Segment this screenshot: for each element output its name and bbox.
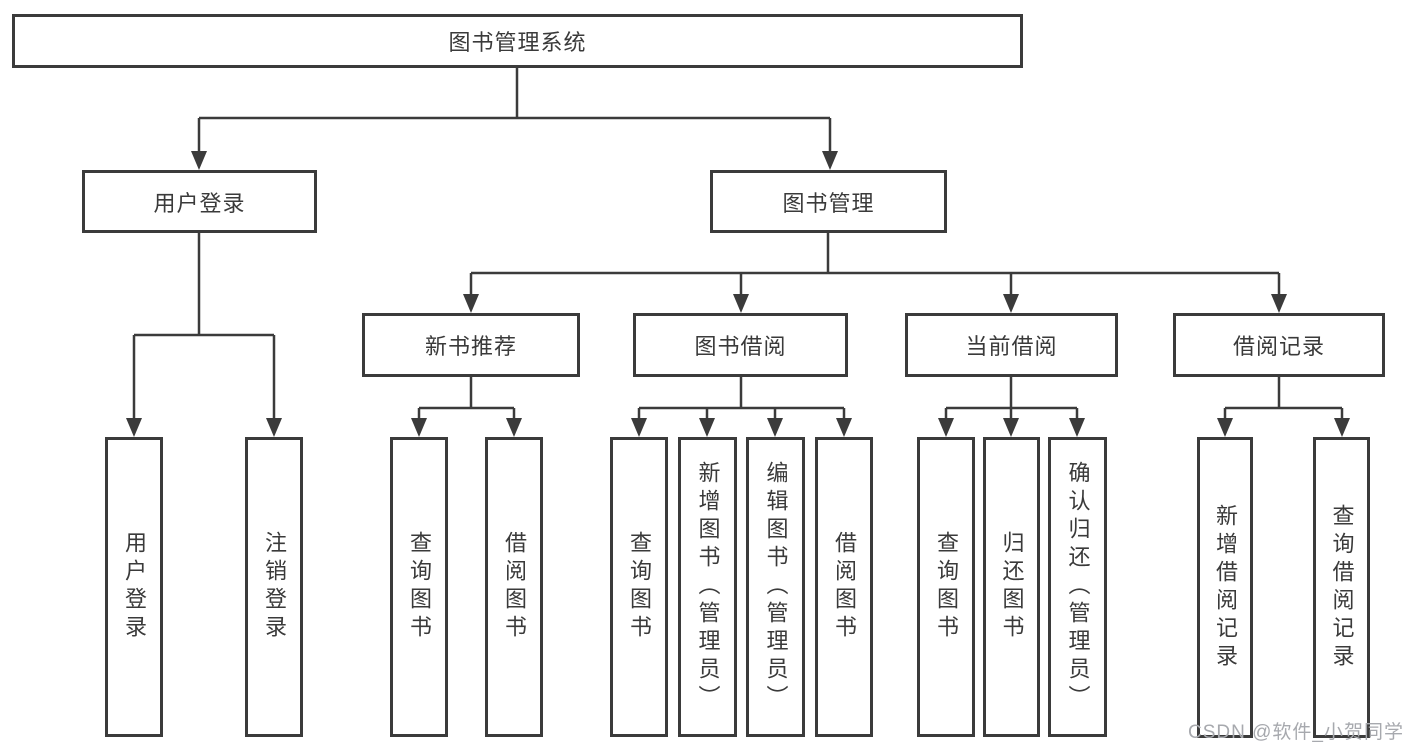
- arrowhead-icon: [836, 418, 852, 437]
- arrowhead-icon: [126, 418, 142, 437]
- leaf-add-borrow-record: 新增借阅记录: [1197, 437, 1253, 738]
- watermark: CSDN @软件_小贺同学: [1188, 722, 1404, 743]
- node-label: 图书管理: [782, 190, 875, 216]
- node-label: 用户登录: [122, 531, 147, 643]
- arrowhead-icon: [767, 418, 783, 437]
- arrowhead-icon: [1069, 418, 1085, 437]
- arrowhead-icon: [1003, 418, 1019, 437]
- node-label: 图书借阅: [694, 334, 787, 359]
- node-label: 归还图书: [999, 531, 1025, 643]
- stem-current-borrowing-children: [944, 377, 1079, 420]
- arrowhead-icon: [266, 418, 282, 437]
- node-label: 编辑图书（管理员）: [763, 461, 789, 713]
- stem-user-login-children: [132, 233, 276, 420]
- stem-new-book-children: [417, 377, 516, 420]
- arrowhead-icon: [506, 418, 522, 437]
- arrowhead-icon: [1334, 418, 1350, 437]
- node-user-login: 用户登录: [82, 170, 317, 233]
- leaf-confirm-return-admin: 确认归还（管理员）: [1048, 437, 1107, 737]
- node-label: 查询图书: [934, 531, 959, 643]
- leaf-query-books-current: 查询图书: [917, 437, 975, 737]
- arrowhead-icon: [631, 418, 647, 437]
- leaf-borrow-books: 借阅图书: [815, 437, 873, 737]
- node-label: 用户登录: [153, 190, 246, 216]
- arrowhead-icon: [1271, 294, 1287, 313]
- arrowhead-icon: [1217, 418, 1233, 437]
- node-book-management: 图书管理: [710, 170, 947, 233]
- arrowhead-icon: [463, 294, 479, 313]
- leaf-logout: 注销登录: [245, 437, 303, 737]
- arrowhead-icon: [822, 151, 838, 170]
- node-label: 查询图书: [407, 531, 432, 643]
- stem-book-management-children: [469, 233, 1281, 296]
- leaf-query-books-borrowing: 查询图书: [610, 437, 668, 737]
- stem-book-borrowing-children: [637, 377, 846, 420]
- leaf-borrow-books-recommend: 借阅图书: [485, 437, 543, 737]
- arrowhead-icon: [699, 418, 715, 437]
- leaf-user-login: 用户登录: [105, 437, 163, 737]
- node-label: 图书管理系统: [448, 30, 587, 55]
- leaf-query-borrow-record: 查询借阅记录: [1313, 437, 1370, 738]
- arrowhead-icon: [1003, 294, 1019, 313]
- node-new-book-recommendation: 新书推荐: [362, 313, 580, 377]
- arrowhead-icon: [191, 151, 207, 170]
- arrowhead-icon: [938, 418, 954, 437]
- node-label: 查询图书: [627, 531, 652, 643]
- leaf-add-books-admin: 新增图书（管理员）: [678, 437, 737, 737]
- node-library-management-system: 图书管理系统: [12, 14, 1023, 68]
- node-current-borrowing: 当前借阅: [905, 313, 1118, 377]
- node-label: 借阅图书: [502, 531, 527, 643]
- node-book-borrowing: 图书借阅: [633, 313, 848, 377]
- node-label: 新增图书（管理员）: [695, 461, 721, 713]
- node-label: 当前借阅: [965, 334, 1058, 359]
- node-label: 查询借阅记录: [1329, 503, 1355, 672]
- stem-borrowing-records-children: [1223, 377, 1344, 420]
- node-label: 借阅图书: [832, 531, 857, 643]
- arrowhead-icon: [411, 418, 427, 437]
- stem-root-to-level2: [197, 68, 832, 153]
- leaf-return-books: 归还图书: [983, 437, 1040, 737]
- leaf-edit-books-admin: 编辑图书（管理员）: [746, 437, 805, 737]
- node-label: 确认归还（管理员）: [1065, 461, 1091, 713]
- node-label: 新增借阅记录: [1213, 503, 1238, 672]
- leaf-query-books-recommend: 查询图书: [390, 437, 448, 737]
- node-label: 注销登录: [262, 531, 287, 643]
- arrowhead-icon: [733, 294, 749, 313]
- node-label: 新书推荐: [424, 334, 517, 359]
- node-label: 借阅记录: [1232, 334, 1325, 359]
- node-borrowing-records: 借阅记录: [1173, 313, 1385, 377]
